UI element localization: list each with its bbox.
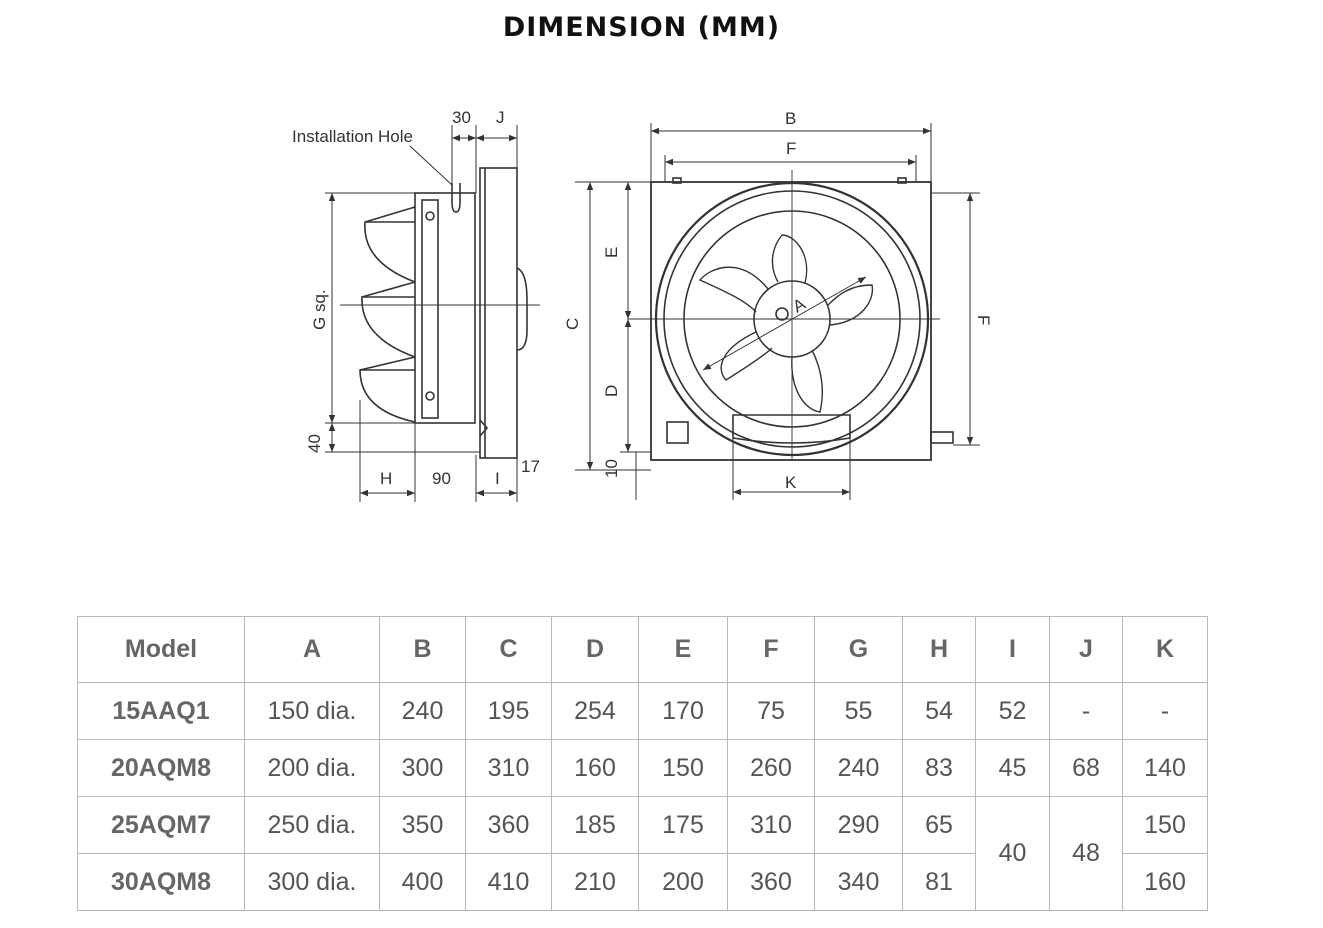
label-k: K (785, 473, 797, 492)
side-view-dimensions (325, 125, 518, 502)
cell-k: 140 (1122, 739, 1208, 797)
cell-c: 360 (465, 796, 552, 854)
cell-d: 185 (551, 796, 639, 854)
cell-j-merged: 48 (1049, 796, 1123, 911)
label-40: 40 (305, 434, 324, 453)
cell-a: 200 dia. (244, 739, 380, 797)
column-header-g: G (814, 616, 903, 683)
cell-a: 150 dia. (244, 682, 380, 740)
cell-f: 360 (727, 853, 815, 911)
cell-model: 20AQM8 (77, 739, 245, 797)
table-row: 25AQM7 250 dia. 350 360 185 175 310 290 … (77, 796, 1208, 911)
cell-h: 54 (902, 682, 976, 740)
column-header-j: J (1049, 616, 1123, 683)
cell-f: 260 (727, 739, 815, 797)
cell-h: 81 (902, 853, 976, 911)
cell-k: - (1122, 682, 1208, 740)
label-f-top: F (786, 139, 796, 158)
fan-blades (698, 234, 874, 413)
cell-b: 350 (379, 796, 466, 854)
cell-h: 83 (902, 739, 976, 797)
column-header-c: C (465, 616, 552, 683)
side-view (340, 167, 540, 459)
cell-b: 400 (379, 853, 466, 911)
cell-e: 200 (638, 853, 728, 911)
cell-g: 340 (814, 853, 903, 911)
label-i: I (495, 469, 500, 488)
label-30: 30 (452, 108, 471, 127)
cell-e: 150 (638, 739, 728, 797)
label-17: 17 (521, 457, 540, 476)
cell-d: 210 (551, 853, 639, 911)
column-header-b: B (379, 616, 466, 683)
table-row: 30AQM8 300 dia. 400 410 210 200 360 340 … (77, 853, 1208, 911)
cell-e: 170 (638, 682, 728, 740)
label-b: B (785, 109, 796, 128)
table-row: 20AQM8 200 dia. 300 310 160 150 260 240 … (77, 739, 1208, 797)
cell-model: 25AQM7 (77, 796, 245, 854)
label-d: D (602, 385, 621, 397)
column-header-model: Model (77, 616, 245, 683)
cell-k: 160 (1122, 853, 1208, 911)
cell-i: 45 (975, 739, 1050, 797)
label-h: H (380, 469, 392, 488)
table-header-row: Model A B C D E F G H I J K (77, 616, 1208, 683)
cell-model: 30AQM8 (77, 853, 245, 911)
cell-b: 300 (379, 739, 466, 797)
cell-i: 52 (975, 682, 1050, 740)
cell-i-merged: 40 (975, 796, 1050, 911)
label-e: E (602, 247, 621, 258)
cell-g: 240 (814, 739, 903, 797)
table-row: 15AAQ1 150 dia. 240 195 254 170 75 55 54… (77, 682, 1208, 740)
column-header-e: E (638, 616, 728, 683)
column-header-i: I (975, 616, 1050, 683)
front-view-dimensions (575, 123, 980, 500)
label-c: C (563, 318, 582, 330)
label-f-side: F (974, 315, 993, 325)
cell-model: 15AAQ1 (77, 682, 245, 740)
label-installation-hole: Installation Hole (292, 127, 413, 146)
label-90: 90 (432, 469, 451, 488)
cell-f: 310 (727, 796, 815, 854)
cell-b: 240 (379, 682, 466, 740)
cell-j: 68 (1049, 739, 1123, 797)
label-g-sq: G sq. (310, 289, 329, 330)
cell-d: 254 (551, 682, 639, 740)
diagram-labels: Installation Hole 30 J G sq. 40 H 90 I 1… (292, 108, 993, 492)
cell-d: 160 (551, 739, 639, 797)
cell-a: 300 dia. (244, 853, 380, 911)
cell-j: - (1049, 682, 1123, 740)
cell-c: 310 (465, 739, 552, 797)
cell-g: 290 (814, 796, 903, 854)
cell-h: 65 (902, 796, 976, 854)
column-header-f: F (727, 616, 815, 683)
cell-k: 150 (1122, 796, 1208, 854)
cell-a: 250 dia. (244, 796, 380, 854)
cell-f: 75 (727, 682, 815, 740)
label-a: A (790, 294, 810, 316)
cell-c: 410 (465, 853, 552, 911)
label-10: 10 (602, 459, 621, 478)
cell-g: 55 (814, 682, 903, 740)
dimension-table: Model A B C D E F G H I J K 15AAQ1 150 d… (77, 616, 1208, 911)
column-header-d: D (551, 616, 639, 683)
column-header-k: K (1122, 616, 1208, 683)
cell-c: 195 (465, 682, 552, 740)
column-header-h: H (902, 616, 976, 683)
column-header-a: A (244, 616, 380, 683)
label-j: J (496, 108, 505, 127)
fan-dimension-diagram: Installation Hole 30 J G sq. 40 H 90 I 1… (292, 108, 993, 502)
page-title: DIMENSION (MM) (502, 12, 781, 43)
cell-e: 175 (638, 796, 728, 854)
